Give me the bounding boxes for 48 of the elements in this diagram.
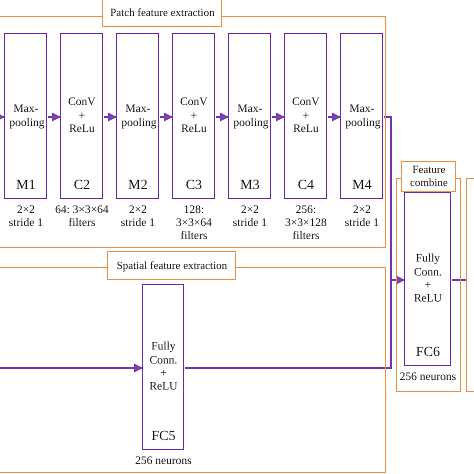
layer-params: 256 neurons — [398, 371, 458, 384]
layer-box — [142, 284, 184, 450]
layer-id: M3 — [239, 178, 261, 194]
layer-label: Max-pooling — [9, 103, 42, 130]
layer-params: 2×2 stride 1 — [120, 204, 156, 230]
layer-id: C2 — [72, 178, 92, 194]
layer-label: Max-pooling — [345, 103, 378, 130]
layer-id: M4 — [351, 178, 373, 194]
arrow — [328, 112, 341, 122]
layer-id: C3 — [184, 178, 204, 194]
group-title: Feature combine — [401, 161, 456, 192]
layer-id: M1 — [15, 178, 37, 194]
layer-id: C4 — [296, 178, 316, 194]
layer-box — [172, 33, 216, 200]
layer-label: ConV + ReLu — [291, 96, 321, 136]
layer-id: FC6 — [414, 345, 441, 362]
arrow — [104, 112, 117, 122]
layer-params: 256: 3×3×128 filters — [284, 204, 328, 244]
layer-box — [404, 192, 452, 366]
layer-box — [284, 33, 328, 200]
layer-params: 128: 3×3×64 filters — [174, 204, 213, 244]
layer-box — [60, 33, 104, 200]
layer-label: ConV + ReLu — [67, 96, 97, 136]
group-title: Spatial feature extraction — [107, 251, 236, 280]
layer-label: Max-pooling — [233, 103, 266, 130]
arrow — [185, 276, 405, 369]
layer-label: ConV + ReLu — [179, 96, 209, 136]
layer-params: 2×2 stride 1 — [8, 204, 44, 230]
layer-params: 2×2 stride 1 — [232, 204, 268, 230]
arrow — [48, 112, 61, 122]
layer-box — [340, 33, 384, 200]
layer-params: 64: 3×3×64 filters — [54, 204, 110, 230]
arrow — [0, 112, 5, 122]
arrow — [160, 112, 173, 122]
layer-label: Fully Conn. + ReLU — [412, 252, 443, 306]
arrow — [0, 364, 143, 372]
group-title: Patch feature extraction — [102, 0, 222, 28]
layer-params: 256 neurons — [134, 455, 193, 468]
layer-params: 2×2 stride 1 — [344, 204, 380, 230]
layer-box — [4, 33, 48, 200]
layer-label: Max-pooling — [121, 103, 154, 130]
arrow — [272, 112, 285, 122]
layer-box — [228, 33, 272, 200]
layer-box — [116, 33, 160, 200]
layer-label: Fully Conn. + ReLU — [148, 340, 178, 394]
layer-id: FC5 — [150, 429, 176, 446]
arrow — [216, 112, 229, 122]
layer-id: M2 — [127, 178, 149, 194]
